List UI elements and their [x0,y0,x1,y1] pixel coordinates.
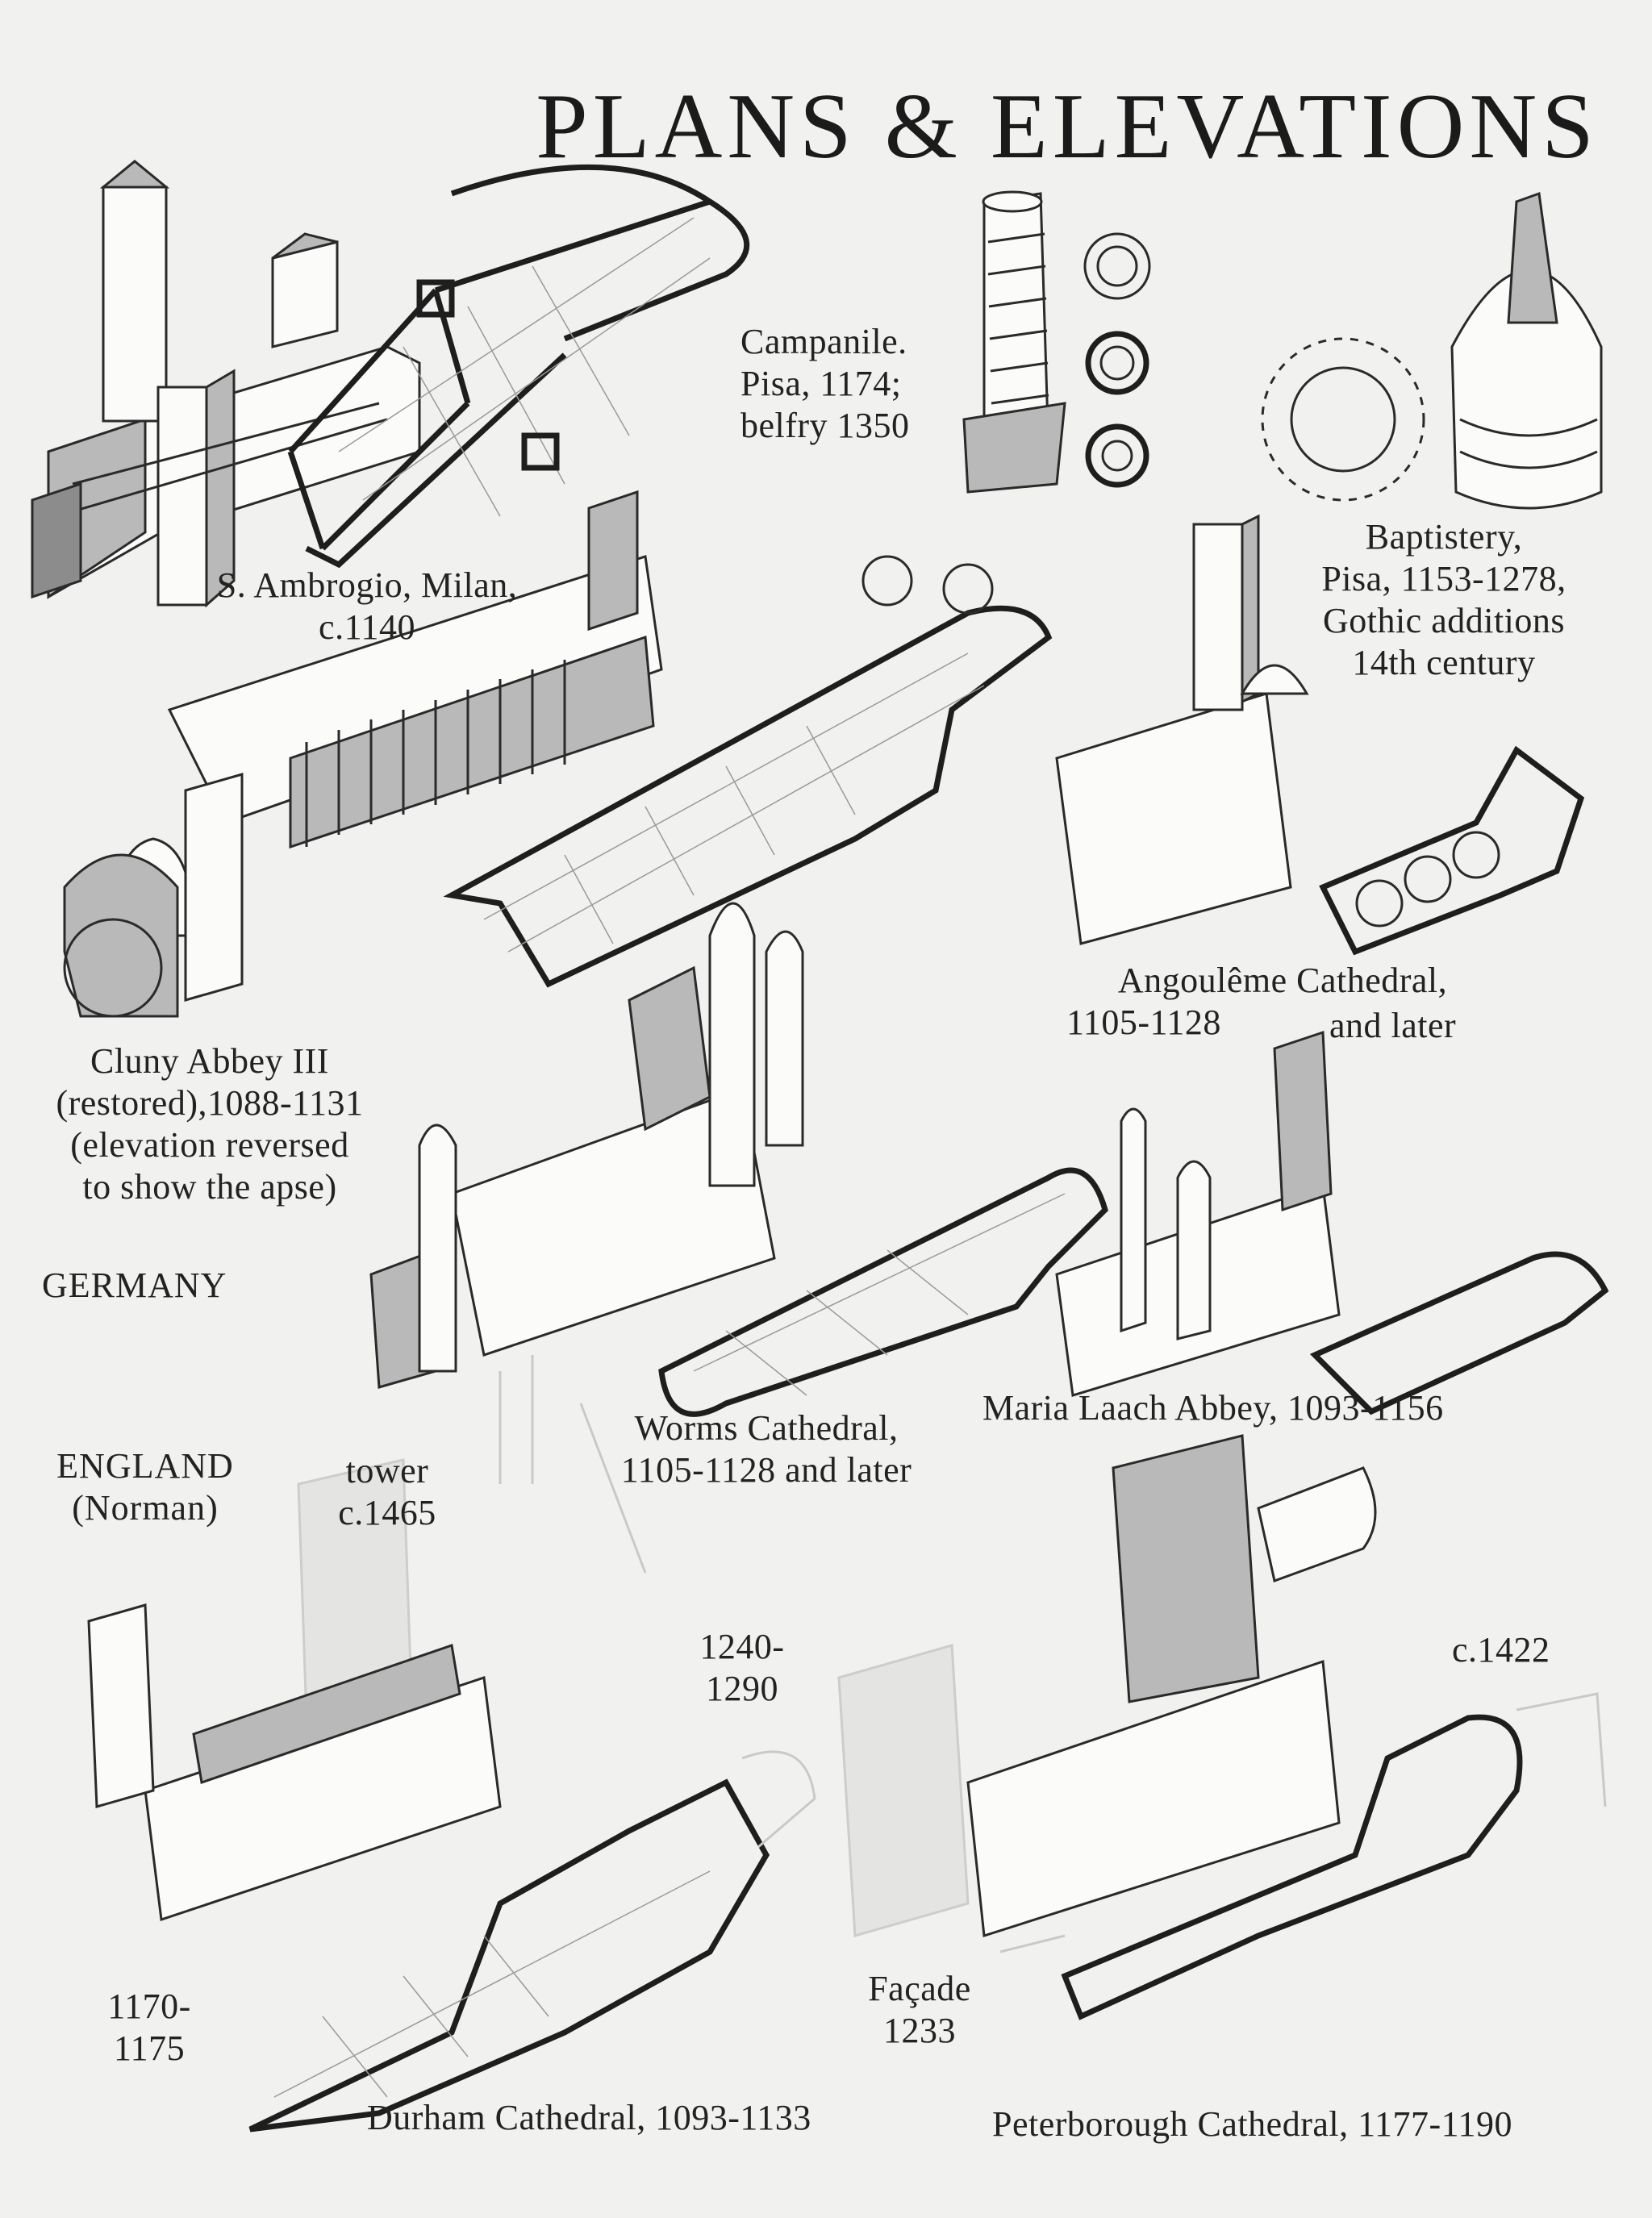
caption-line: 1170- [107,1987,191,2026]
s-ambrogio-elevation [31,160,421,608]
s-ambrogio-plan [287,164,750,569]
caption-line: Gothic additions [1322,601,1566,640]
caption-line: Façade [868,1969,971,2008]
region-england: ENGLAND (Norman) [32,1445,258,1529]
caption-line: 1290 [706,1669,778,1708]
caption-durham-west: 1170- 1175 [89,1986,210,2070]
caption-line: c.1465 [338,1493,436,1532]
caption-durham-dates: 1240- 1290 [682,1626,803,1710]
angouleme-drawing [1055,514,1585,956]
region-line: ENGLAND [56,1446,234,1486]
caption-line: c.1140 [319,607,415,647]
caption-line: Pisa, 1153-1278, [1321,559,1566,598]
caption-worms: Worms Cathedral, 1105-1128 and later [549,1407,984,1491]
baptistery-drawing [1261,191,1603,510]
caption-line: to show the apse) [82,1167,337,1207]
caption-line: Pisa, 1174; [740,364,902,403]
cluny-elevation [63,490,663,1018]
caption-baptistery: Baptistery, Pisa, 1153-1278, Gothic addi… [1291,516,1597,684]
caption-peterborough: Peterborough Cathedral, 1177-1190 [992,2104,1512,2144]
caption-durham: Durham Cathedral, 1093-1133 [367,2098,811,2137]
durham-drawing [87,1355,816,2133]
campanile-drawing [962,190,1151,494]
caption-line: 1233 [883,2011,956,2050]
caption-line: 1175 [113,2028,186,2068]
caption-line: (elevation reversed [70,1125,349,1165]
caption-angouleme-dates: 1105-1128 [1066,1003,1221,1042]
cluny-plan [443,555,1053,988]
caption-line: Campanile. [740,322,907,361]
caption-cluny: Cluny Abbey III (restored),1088-1131 (el… [32,1040,387,1208]
caption-line: tower [345,1451,429,1490]
caption-line: 1240- [699,1627,785,1666]
caption-angouleme-later: and later [1329,1006,1457,1045]
caption-s-ambrogio: S. Ambrogio, Milan, c.1140 [177,565,557,648]
peterborough-drawing [837,1434,1607,2020]
caption-line: S. Ambrogio, Milan, [216,565,518,605]
caption-tower: tower c.1465 [331,1450,444,1534]
caption-angouleme: Angoulême Cathedral, [1081,960,1484,1002]
region-line: (Norman) [72,1488,219,1528]
worms-drawing [369,902,1108,1417]
caption-campanile: Campanile. Pisa, 1174; belfry 1350 [740,321,942,447]
caption-maria-laach: Maria Laach Abbey, 1093-1156 [982,1388,1444,1428]
caption-line: 14th century [1352,643,1536,682]
caption-line: (restored),1088-1131 [56,1083,364,1123]
caption-peterborough-date: c.1422 [1452,1630,1550,1670]
caption-line: belfry 1350 [740,406,910,445]
caption-line: Angoulême Cathedral, [1117,961,1448,1000]
caption-line: Worms Cathedral, [634,1408,899,1448]
caption-facade: Façade 1233 [847,1968,992,2052]
page-title: PLANS & ELEVATIONS [536,75,1599,178]
caption-line: Cluny Abbey III [90,1041,329,1081]
caption-line: 1105-1128 and later [620,1450,912,1490]
region-germany: GERMANY [42,1265,227,1305]
maria-laach-drawing [1055,1030,1609,1415]
caption-line: Baptistery, [1365,517,1523,557]
